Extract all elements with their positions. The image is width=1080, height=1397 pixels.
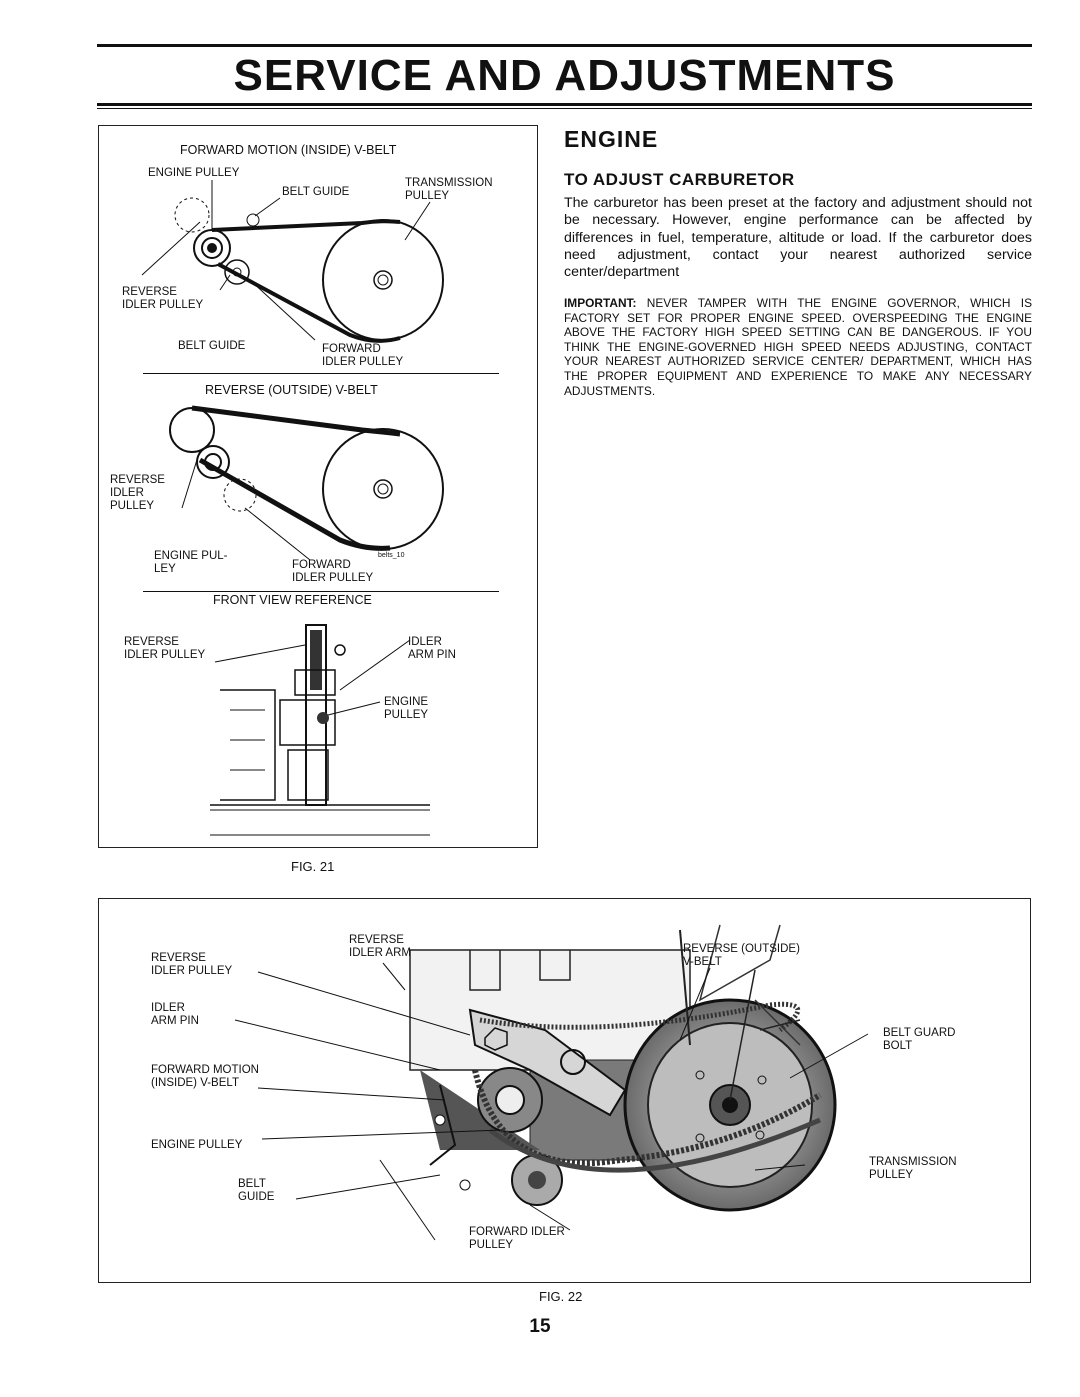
fig21-forward-belt-title: FORWARD MOTION (INSIDE) V-BELT [180, 143, 397, 157]
fig21-idler-arm-pin-label: IDLER ARM PIN [408, 636, 456, 661]
fig21-forward-idler-pulley-2-label: FORWARD IDLER PULLEY [292, 559, 374, 584]
fig21-caption: FIG. 21 [291, 859, 335, 874]
important-text: NEVER TAMPER WITH THE ENGINE GOVERNOR, W… [564, 296, 1032, 398]
fig21-engine-pulley-3-label: ENGINE PULLEY [384, 696, 429, 721]
carburetor-body-text: The carburetor has been preset at the fa… [564, 195, 1032, 281]
figure-22-frame [98, 898, 1031, 1283]
fig21-reverse-idler-pulley-3-label: REVERSE IDLER PULLEY [124, 636, 206, 661]
fig21-forward-belt-diagram [141, 180, 444, 343]
fig21-reverse-idler-pulley-2-label: REVERSE IDLER PULLEY [110, 474, 165, 512]
fig21-belt-guide-bottom-label: BELT GUIDE [178, 340, 246, 352]
engine-heading: ENGINE [564, 126, 659, 152]
top-rule [97, 44, 1032, 47]
fig22-forward-motion-belt-label: FORWARD MOTION (INSIDE) V-BELT [151, 1064, 259, 1089]
fig21-engine-pulley-2-label: ENGINE PUL- LEY [154, 550, 228, 575]
fig21-transmission-pulley-label: TRANSMISSION PULLEY [405, 177, 493, 202]
important-notice: IMPORTANT: NEVER TAMPER WITH THE ENGINE … [564, 296, 1032, 398]
fig21-reverse-belt-title: REVERSE (OUTSIDE) V-BELT [205, 383, 378, 397]
title-underline-thin [97, 108, 1032, 109]
fig21-divider-2 [143, 591, 499, 592]
title-underline [97, 103, 1032, 106]
fig22-forward-idler-pulley-label: FORWARD IDLER PULLEY [469, 1226, 565, 1251]
page-number: 15 [529, 1316, 551, 1337]
fig21-forward-idler-pulley-label: FORWARD IDLER PULLEY [322, 343, 404, 368]
fig21-belt-guide-top-label: BELT GUIDE [282, 186, 350, 198]
fig22-drive-photo [409, 924, 837, 1212]
important-label: IMPORTANT: [564, 296, 637, 310]
carburetor-subheading: TO ADJUST CARBURETOR [564, 170, 795, 189]
fig22-belt-guard-bolt-label: BELT GUARD BOLT [883, 1027, 956, 1052]
fig22-reverse-outside-vbelt-label: REVERSE (OUTSIDE) V-BELT [683, 943, 800, 968]
fig21-engine-pulley-label: ENGINE PULLEY [148, 167, 240, 179]
fig22-engine-pulley-label: ENGINE PULLEY [151, 1139, 243, 1151]
fig22-idler-arm-pin-label: IDLER ARM PIN [151, 1002, 199, 1027]
fig21-reverse-belt-diagram [169, 405, 444, 561]
fig21-front-view-diagram [210, 624, 430, 836]
fig22-transmission-pulley-label: TRANSMISSION PULLEY [869, 1156, 957, 1181]
fig22-reverse-idler-arm-label: REVERSE IDLER ARM [349, 934, 411, 959]
fig22-reverse-idler-pulley-label: REVERSE IDLER PULLEY [151, 952, 233, 977]
fig21-front-view-title: FRONT VIEW REFERENCE [213, 593, 372, 607]
page-title: SERVICE AND ADJUSTMENTS [233, 51, 896, 100]
figure-21-frame [98, 125, 538, 848]
fig21-reverse-idler-pulley-label: REVERSE IDLER PULLEY [122, 286, 204, 311]
fig21-divider-1 [143, 373, 499, 374]
fig22-belt-guide-label: BELT GUIDE [238, 1178, 275, 1203]
fig22-caption: FIG. 22 [539, 1289, 583, 1304]
fig21-drawing-code: belts_10 [378, 552, 405, 559]
